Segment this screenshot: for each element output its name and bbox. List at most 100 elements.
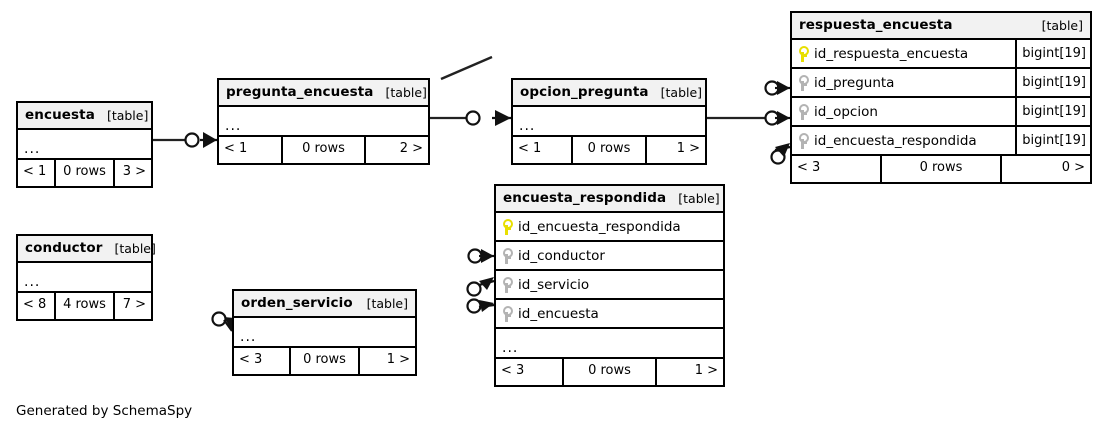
table-title: orden_servicio xyxy=(241,295,353,311)
column-name: id_servicio xyxy=(518,276,590,293)
table-type-tag: [table] xyxy=(385,84,427,100)
edge-orden_servicio-encuesta_respondida xyxy=(466,277,495,297)
table-title: pregunta_encuesta xyxy=(226,84,374,100)
table-column-row[interactable]: id_encuesta xyxy=(496,300,723,329)
ellipsis-label: ... xyxy=(519,118,536,134)
children-count: 1 > xyxy=(676,141,700,156)
table-more-columns-row[interactable]: ... xyxy=(18,263,151,293)
row-count: 4 rows xyxy=(54,293,115,319)
column-type: bigint[19] xyxy=(1015,69,1090,96)
ellipsis-label: ... xyxy=(24,141,41,157)
table-more-columns-row[interactable]: ... xyxy=(496,329,723,359)
column-main: id_opcion xyxy=(792,103,1015,120)
table-type-tag: [table] xyxy=(114,240,156,256)
row-count: 0 rows xyxy=(880,156,1002,182)
table-footer-conductor: < 8 4 rows 7 > xyxy=(18,293,151,319)
ellipsis-label: ... xyxy=(24,274,41,290)
table-column-row[interactable]: id_encuesta_respondida xyxy=(496,213,723,242)
column-main: id_encuesta_respondida xyxy=(496,218,723,235)
row-count: 0 rows xyxy=(289,348,360,374)
table-type-tag: [table] xyxy=(1041,17,1083,33)
table-node-encuesta[interactable]: encuesta [table]... < 1 0 rows 3 > xyxy=(16,101,153,188)
row-count: 0 rows xyxy=(54,160,115,186)
table-type-tag: [table] xyxy=(366,295,408,311)
column-main: id_respuesta_encuesta xyxy=(792,45,1015,62)
table-header-orden_servicio: orden_servicio [table] xyxy=(234,291,415,318)
table-header-conductor: conductor [table] xyxy=(18,236,156,263)
column-main: id_encuesta_respondida xyxy=(792,132,1015,149)
table-header-encuesta: encuesta [table] xyxy=(18,103,151,130)
edge-into-respuesta_encuesta-id_pregunta xyxy=(764,80,790,96)
edge-pregunta_encuesta-opcion_pregunta xyxy=(430,110,511,126)
children-count: 3 > xyxy=(122,164,146,179)
column-name: id_respuesta_encuesta xyxy=(814,45,969,62)
table-header-pregunta_encuesta: pregunta_encuesta [table] xyxy=(219,80,428,107)
column-main: id_conductor xyxy=(496,247,723,264)
parents-count: < 3 xyxy=(797,160,821,175)
column-main: id_pregunta xyxy=(792,74,1015,91)
table-more-columns-row[interactable]: ... xyxy=(513,107,705,137)
table-node-encuesta_respondida[interactable]: encuesta_respondida[table] id_encuesta_re… xyxy=(494,184,725,387)
row-count: 0 rows xyxy=(562,359,657,385)
primary-key-icon xyxy=(502,218,513,235)
table-title: encuesta xyxy=(25,107,95,123)
edge-encuesta-encuesta_respondida xyxy=(466,298,495,314)
parents-count: < 1 xyxy=(518,141,542,156)
table-type-tag: [table] xyxy=(660,84,703,100)
table-title: opcion_pregunta xyxy=(520,84,649,100)
foreign-key-icon xyxy=(798,103,809,120)
table-column-row[interactable]: id_conductor xyxy=(496,242,723,271)
foreign-key-icon xyxy=(798,74,809,91)
table-more-columns-row[interactable]: ... xyxy=(219,107,428,137)
table-footer-encuesta_respondida: < 3 0 rows 1 > xyxy=(496,359,723,385)
edge-encuesta_respondida-respuesta_encuesta xyxy=(770,143,791,165)
parents-count: < 8 xyxy=(23,297,47,312)
table-type-tag: [table] xyxy=(106,107,149,123)
table-more-columns-row[interactable]: ... xyxy=(234,318,415,348)
foreign-key-icon xyxy=(502,276,513,293)
primary-key-icon xyxy=(798,45,809,62)
ellipsis-label: ... xyxy=(225,118,242,134)
column-main: id_encuesta xyxy=(496,305,723,322)
children-count: 2 > xyxy=(399,141,423,156)
table-type-tag: [table] xyxy=(678,190,720,206)
table-column-row[interactable]: id_servicio xyxy=(496,271,723,300)
table-header-respuesta_encuesta: respuesta_encuesta[table] xyxy=(792,13,1090,40)
table-node-conductor[interactable]: conductor [table]... < 8 4 rows 7 > xyxy=(16,234,156,321)
foreign-key-icon xyxy=(798,132,809,149)
table-column-row[interactable]: id_pregunta bigint[19] xyxy=(792,69,1090,98)
edge-conductor-orden_servicio xyxy=(211,311,234,332)
table-header-encuesta_respondida: encuesta_respondida[table] xyxy=(496,186,723,213)
table-node-respuesta_encuesta[interactable]: respuesta_encuesta[table]id_respuesta_en… xyxy=(790,11,1092,184)
ellipsis-label: ... xyxy=(502,340,519,356)
table-title: conductor xyxy=(25,240,103,256)
column-type: bigint[19] xyxy=(1015,40,1090,67)
column-name: id_pregunta xyxy=(814,74,895,91)
parents-count: < 1 xyxy=(23,164,47,179)
table-footer-encuesta: < 1 0 rows 3 > xyxy=(18,160,151,186)
table-footer-respuesta_encuesta: < 3 0 rows 0 > xyxy=(792,156,1090,182)
column-name: id_opcion xyxy=(814,103,878,120)
parents-count: < 1 xyxy=(224,141,248,156)
table-column-row[interactable]: id_respuesta_encuesta bigint[19] xyxy=(792,40,1090,69)
generated-by-note: Generated by SchemaSpy xyxy=(16,403,193,419)
column-name: id_encuesta xyxy=(518,305,599,322)
edge-opcion_pregunta-respuesta_encuesta xyxy=(707,110,790,126)
children-count: 0 > xyxy=(1061,160,1085,175)
children-count: 7 > xyxy=(122,297,146,312)
edge-pregunta_encuesta-respuesta_encuesta xyxy=(440,55,493,81)
foreign-key-icon xyxy=(502,305,513,322)
parents-count: < 3 xyxy=(501,363,525,378)
column-name: id_conductor xyxy=(518,247,605,264)
children-count: 1 > xyxy=(694,363,718,378)
table-more-columns-row[interactable]: ... xyxy=(18,130,151,160)
ellipsis-label: ... xyxy=(240,329,257,345)
